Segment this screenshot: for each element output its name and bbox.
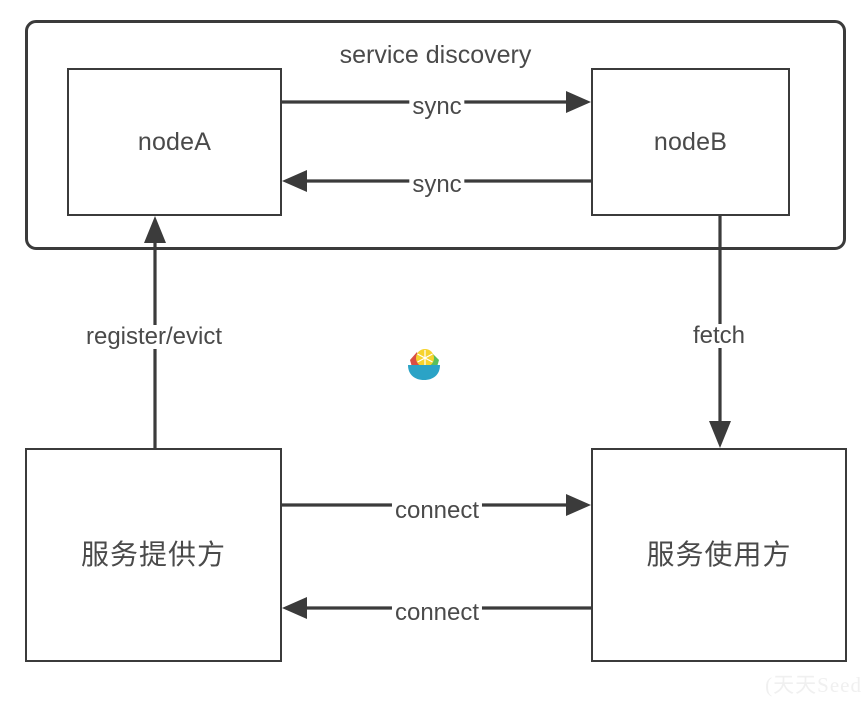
fruit-bowl-icon (408, 349, 440, 380)
node-b-label: nodeB (653, 127, 728, 156)
edge-label-sync-a-to-b: sync (409, 95, 465, 119)
watermark-text: (天天Seed (765, 673, 862, 697)
node-b-box[interactable]: nodeB (591, 68, 790, 216)
node-a-label: nodeA (137, 127, 212, 156)
service-provider-box[interactable]: 服务提供方 (25, 448, 282, 662)
service-consumer-box[interactable]: 服务使用方 (591, 448, 847, 662)
service-provider-label: 服务提供方 (80, 539, 226, 570)
edge-label-sync-b-to-a: sync (409, 173, 465, 197)
edge-label-connect-c-to-p: connect (391, 601, 483, 625)
service-discovery-title: service discovery (339, 41, 532, 69)
node-a-box[interactable]: nodeA (67, 68, 282, 216)
edge-label-connect-p-to-c: connect (391, 499, 483, 523)
service-consumer-label: 服务使用方 (646, 539, 792, 570)
edge-label-register-evict: register/evict (82, 325, 226, 349)
edge-label-fetch: fetch (689, 324, 749, 348)
